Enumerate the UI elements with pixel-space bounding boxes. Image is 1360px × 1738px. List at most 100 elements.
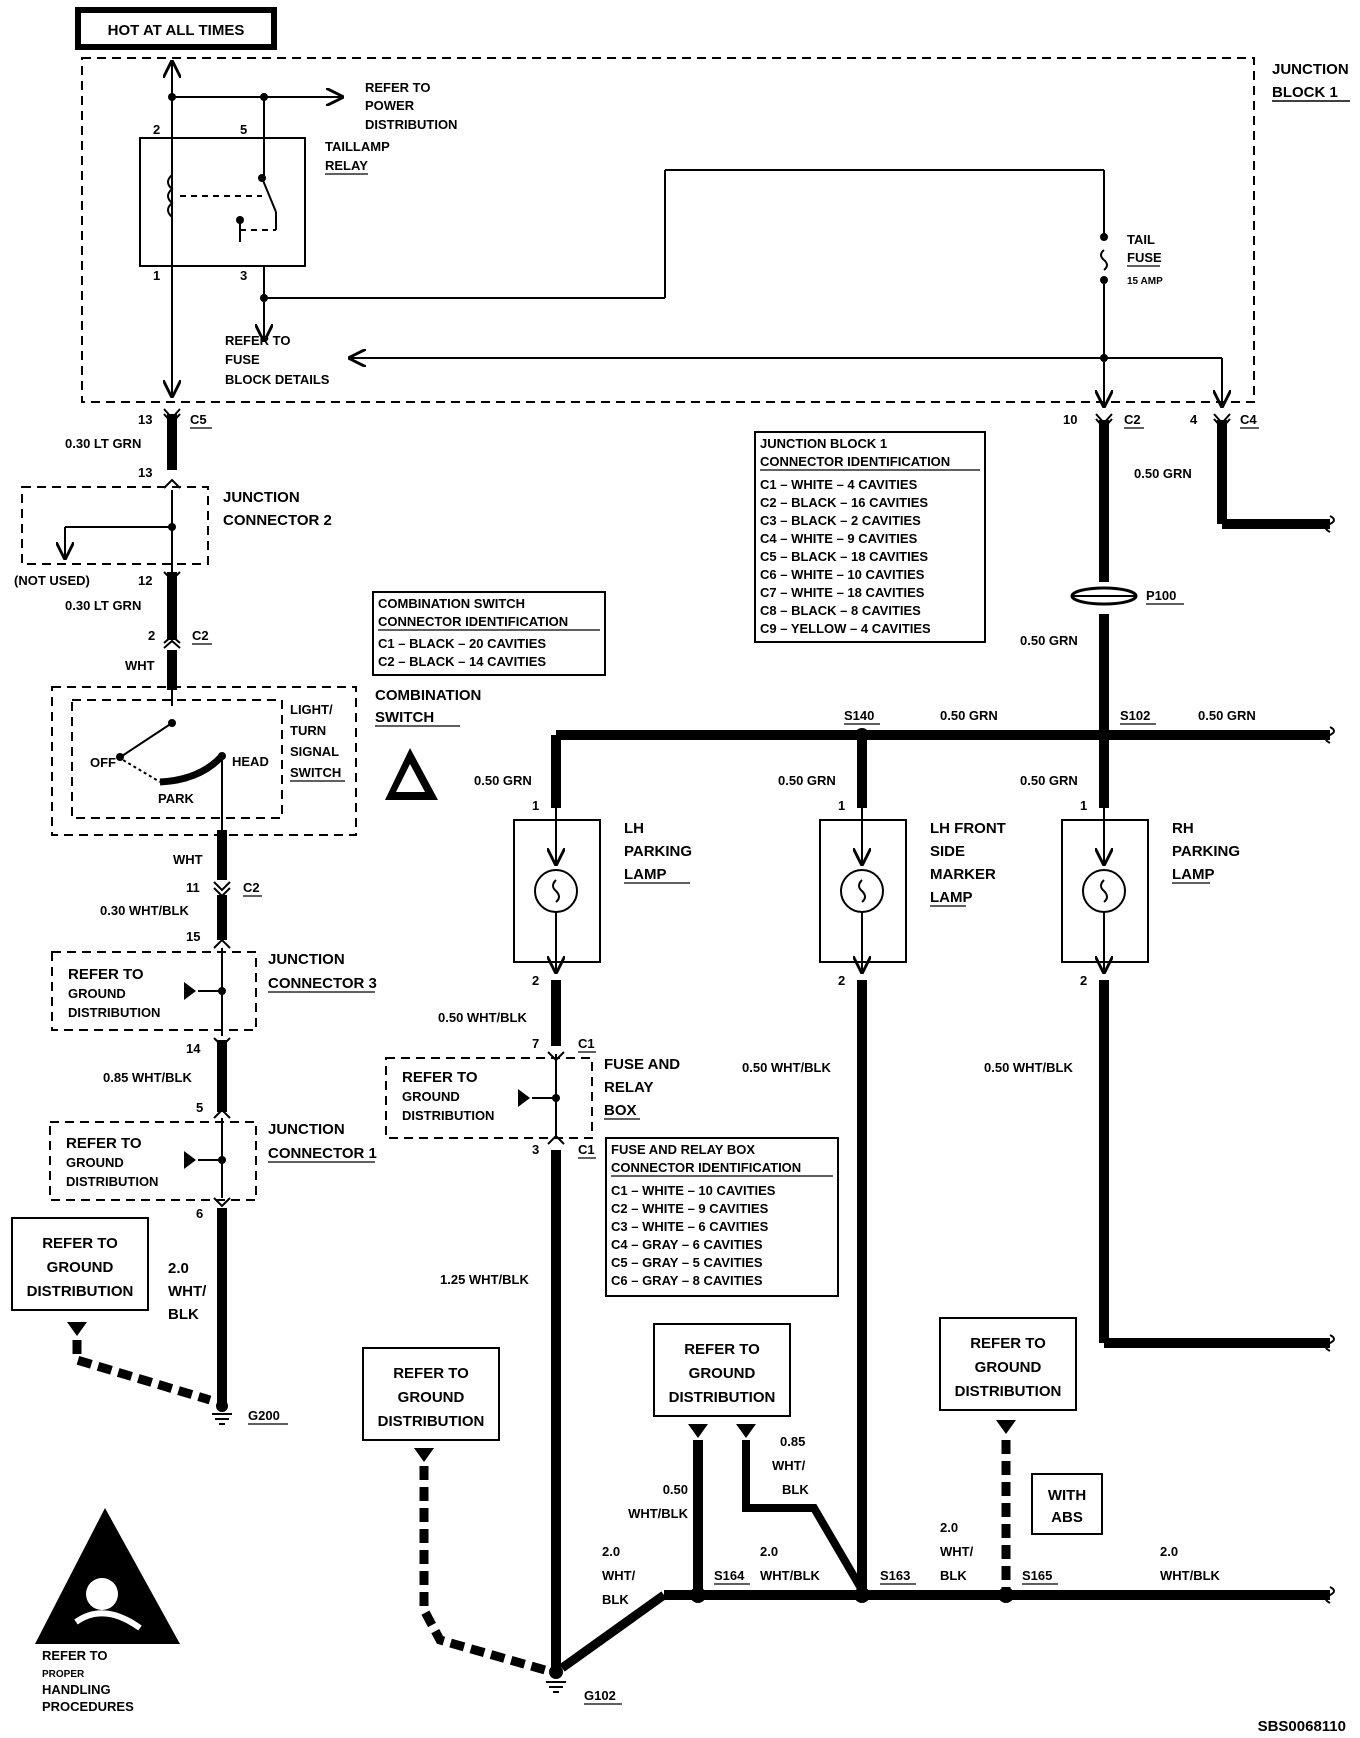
- combination-switch-c2-bottom: C2: [243, 880, 262, 897]
- svg-text:REFER TO: REFER TO: [402, 1069, 478, 1086]
- refer-power-distribution: REFER TO POWER DISTRIBUTION: [365, 80, 457, 132]
- document-code: SBS0068110: [1258, 1718, 1346, 1735]
- svg-text:JUNCTION: JUNCTION: [268, 951, 345, 968]
- svg-text:FUSE: FUSE: [1127, 250, 1162, 265]
- lh-front-side-marker-lamp: LH FRONT SIDE MARKER LAMP: [819, 808, 1006, 972]
- svg-text:WHT/BLK: WHT/BLK: [1160, 1568, 1221, 1583]
- svg-text:BLK: BLK: [940, 1568, 967, 1583]
- jb1-connector-id-table: JUNCTION BLOCK 1 CONNECTOR IDENTIFICATIO…: [754, 431, 986, 643]
- svg-text:C8 – BLACK – 8 CAVITIES: C8 – BLACK – 8 CAVITIES: [760, 603, 921, 618]
- lhp-pin-1: 1: [532, 798, 539, 813]
- svg-text:WHT/: WHT/: [772, 1458, 806, 1473]
- svg-text:G200: G200: [248, 1408, 280, 1423]
- svg-text:TAILLAMP: TAILLAMP: [325, 139, 390, 154]
- g102-label: G102: [584, 1688, 622, 1705]
- s165-label: S165: [1022, 1568, 1058, 1585]
- wire-label-wht-b: WHT: [173, 852, 203, 867]
- rhp-pin-2: 2: [1080, 973, 1087, 988]
- relay-pin-3: 3: [240, 268, 247, 283]
- svg-text:REFER TO: REFER TO: [225, 333, 291, 348]
- wire-label-030-lt-grn-a: 0.30 LT GRN: [65, 436, 141, 451]
- frb-pin-7: 7: [532, 1036, 539, 1051]
- svg-text:C2: C2: [192, 628, 209, 643]
- relay-pin-1: 1: [153, 268, 160, 283]
- jc1-pin-6: 6: [196, 1206, 203, 1221]
- svg-text:REFER TO: REFER TO: [66, 1135, 142, 1152]
- svg-text:C1: C1: [578, 1036, 595, 1051]
- svg-text:C5: C5: [190, 412, 207, 427]
- svg-text:FUSE AND RELAY BOX: FUSE AND RELAY BOX: [611, 1142, 755, 1157]
- wire-label-20-wht-blk-left: 2.0 WHT/ BLK: [168, 1260, 207, 1323]
- svg-text:C7 – WHITE – 18 CAVITIES: C7 – WHITE – 18 CAVITIES: [760, 585, 925, 600]
- svg-text:CONNECTOR 2: CONNECTOR 2: [223, 512, 332, 529]
- svg-text:FUSE: FUSE: [225, 352, 260, 367]
- svg-text:TURN: TURN: [290, 723, 326, 738]
- svg-text:15 AMP: 15 AMP: [1127, 276, 1163, 287]
- svg-text:GROUND: GROUND: [66, 1155, 124, 1170]
- svg-text:S140: S140: [844, 708, 874, 723]
- svg-text:RH: RH: [1172, 820, 1194, 837]
- svg-text:BLK: BLK: [168, 1306, 199, 1323]
- junction-block-1-boundary: [81, 57, 1255, 403]
- svg-text:2.0: 2.0: [760, 1544, 778, 1559]
- svg-text:2.0: 2.0: [602, 1544, 620, 1559]
- svg-text:WITH: WITH: [1048, 1487, 1086, 1504]
- wire-label-050-grn-c4: 0.50 GRN: [1134, 466, 1192, 481]
- svg-text:C5 – BLACK – 18 CAVITIES: C5 – BLACK – 18 CAVITIES: [760, 549, 928, 564]
- svg-text:REFER TO: REFER TO: [68, 966, 144, 983]
- wire-label-085-wht-blk: 0.85 WHT/BLK: [103, 1070, 192, 1085]
- switch-head-label: HEAD: [232, 754, 269, 769]
- handling-warning: REFER TO PROPER HANDLING PROCEDURES: [35, 1508, 180, 1714]
- svg-text:C3 – BLACK – 2 CAVITIES: C3 – BLACK – 2 CAVITIES: [760, 513, 921, 528]
- svg-text:JUNCTION: JUNCTION: [223, 489, 300, 506]
- rhp-pin-1: 1: [1080, 798, 1087, 813]
- svg-text:LIGHT/: LIGHT/: [290, 702, 333, 717]
- svg-text:C6 – WHITE – 10 CAVITIES: C6 – WHITE – 10 CAVITIES: [760, 567, 925, 582]
- wire-label-050-wht-blk-lhp: 0.50 WHT/BLK: [438, 1010, 527, 1025]
- svg-text:2.0: 2.0: [168, 1260, 189, 1277]
- svg-text:S102: S102: [1120, 708, 1150, 723]
- combination-switch-label: COMBINATION SWITCH: [375, 687, 481, 727]
- svg-text:WHT/BLK: WHT/BLK: [760, 1568, 821, 1583]
- svg-text:ABS: ABS: [1051, 1509, 1083, 1526]
- svg-text:LH: LH: [624, 820, 644, 837]
- jc3-pin-15: 15: [186, 929, 200, 944]
- svg-text:SIGNAL: SIGNAL: [290, 744, 339, 759]
- svg-text:PARKING: PARKING: [624, 843, 692, 860]
- svg-text:DISTRIBUTION: DISTRIBUTION: [378, 1413, 485, 1430]
- svg-text:LAMP: LAMP: [930, 889, 973, 906]
- svg-text:2.0: 2.0: [1160, 1544, 1178, 1559]
- svg-text:C1 – BLACK – 20 CAVITIES: C1 – BLACK – 20 CAVITIES: [378, 636, 546, 651]
- svg-text:REFER TO: REFER TO: [684, 1341, 760, 1358]
- svg-text:BLK: BLK: [602, 1592, 629, 1607]
- relay-wiring: [168, 62, 1222, 406]
- svg-text:C4 – WHITE – 9 CAVITIES: C4 – WHITE – 9 CAVITIES: [760, 531, 918, 546]
- svg-text:0.85: 0.85: [780, 1434, 805, 1449]
- svg-text:BLK: BLK: [782, 1482, 809, 1497]
- svg-text:DISTRIBUTION: DISTRIBUTION: [402, 1108, 494, 1123]
- svg-text:WHT/: WHT/: [602, 1568, 636, 1583]
- wire-label-085-wht-blk-s163: 0.85 WHT/ BLK: [772, 1434, 809, 1497]
- jb-c4-label: C4: [1240, 412, 1259, 429]
- cs-pin-2: 2: [148, 628, 155, 643]
- svg-text:C2 – WHITE – 9 CAVITIES: C2 – WHITE – 9 CAVITIES: [611, 1201, 769, 1216]
- wire-label-125-wht-blk: 1.25 WHT/BLK: [440, 1272, 529, 1287]
- jc2-pin-12: 12: [138, 573, 152, 588]
- wire-label-030-wht-blk: 0.30 WHT/BLK: [100, 903, 189, 918]
- frb-pin-3: 3: [532, 1142, 539, 1157]
- right-harness: [414, 413, 1335, 1693]
- svg-text:DISTRIBUTION: DISTRIBUTION: [27, 1283, 134, 1300]
- combination-switch-c2-top: C2: [192, 628, 212, 645]
- svg-text:RELAY: RELAY: [325, 158, 368, 173]
- svg-text:P100: P100: [1146, 588, 1176, 603]
- taillamp-relay: TAILLAMP RELAY: [139, 137, 390, 267]
- svg-text:WHT/: WHT/: [168, 1283, 207, 1300]
- svg-text:SWITCH: SWITCH: [290, 765, 341, 780]
- svg-text:GROUND: GROUND: [47, 1259, 114, 1276]
- svg-text:S164: S164: [714, 1568, 745, 1583]
- svg-text:S163: S163: [880, 1568, 910, 1583]
- svg-text:GROUND: GROUND: [68, 986, 126, 1001]
- junction-connector-3: REFER TO GROUND DISTRIBUTION JUNCTION CO…: [51, 951, 377, 1031]
- lh-parking-lamp: LH PARKING LAMP: [513, 808, 692, 972]
